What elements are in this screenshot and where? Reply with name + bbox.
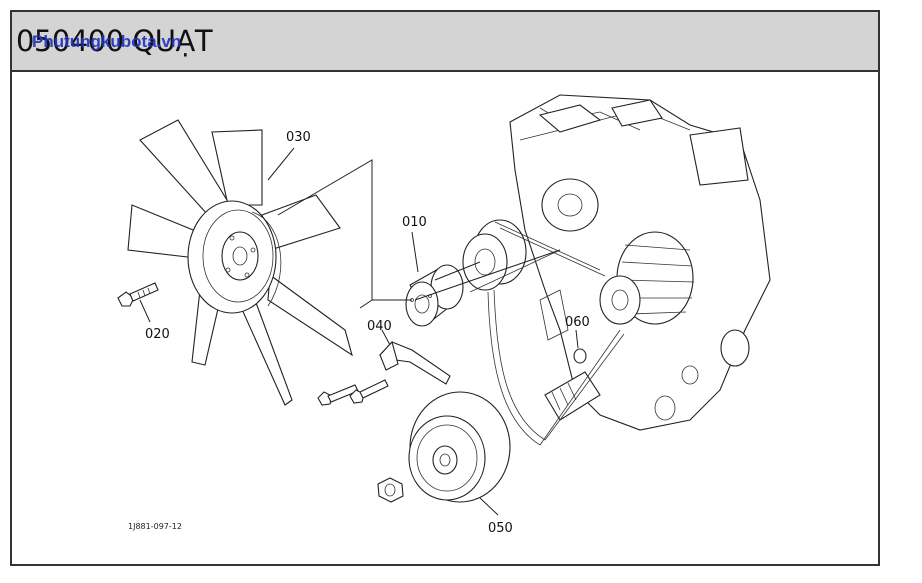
- bracket-bolts-drawing: [317, 379, 389, 406]
- crank-pulley-drawing: [377, 391, 511, 503]
- callout-060: 060: [565, 315, 590, 330]
- callout-030: 030: [286, 130, 311, 145]
- leader-lines: [139, 147, 579, 516]
- pump-pulley-drawing: [462, 219, 527, 291]
- bracket-drawing: [379, 340, 451, 385]
- watermark: Phutungkubota.vn: [32, 32, 182, 51]
- fan-bolt-drawing: [117, 282, 159, 307]
- fan-drawing: [127, 119, 353, 406]
- fan-belt-drawing: [469, 221, 625, 446]
- drawing-code: 1J881-097-12: [128, 522, 182, 531]
- callout-040: 040: [367, 319, 392, 334]
- callout-020: 020: [145, 327, 170, 342]
- callout-010: 010: [402, 215, 427, 230]
- callout-050: 050: [488, 521, 513, 536]
- page-title: 050400 QUẠT: [16, 24, 213, 58]
- spacer-drawing: [405, 264, 464, 327]
- engine-block-drawing: [509, 94, 771, 431]
- header-bar: 050400 QUẠT Phutungkubota.vn: [12, 12, 878, 72]
